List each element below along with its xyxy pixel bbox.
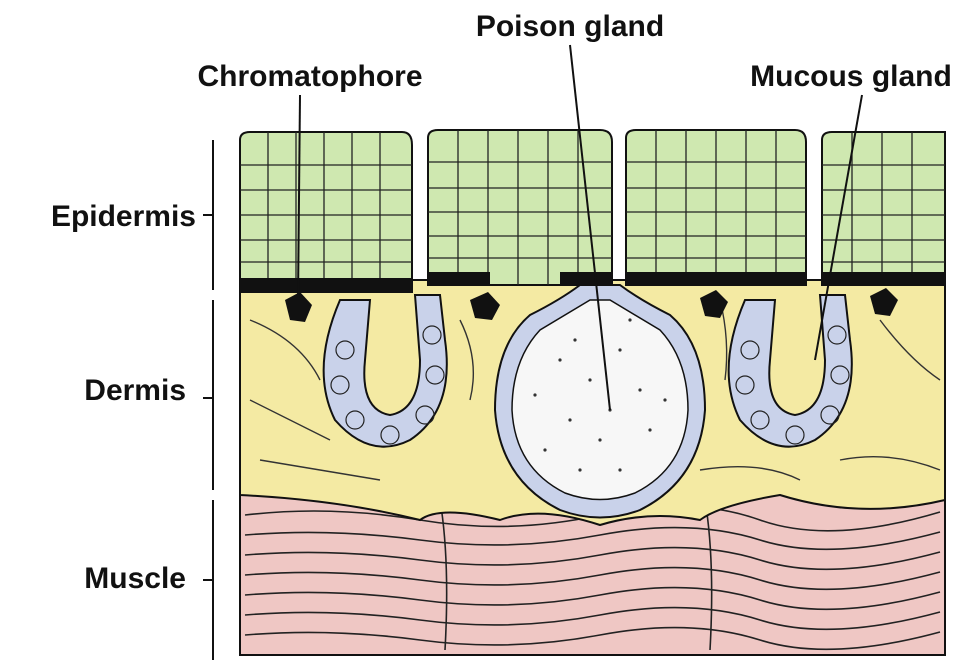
poison-gland-label: Poison gland <box>476 10 664 43</box>
muscle-label: Muscle <box>84 562 186 595</box>
chromatophore-label: Chromatophore <box>198 60 423 93</box>
layer-brackets <box>203 140 213 660</box>
epidermis-label: Epidermis <box>51 200 196 233</box>
mucous-gland-label: Mucous gland <box>750 60 952 93</box>
dermis-label: Dermis <box>84 374 186 407</box>
epidermis-layer <box>240 130 945 292</box>
